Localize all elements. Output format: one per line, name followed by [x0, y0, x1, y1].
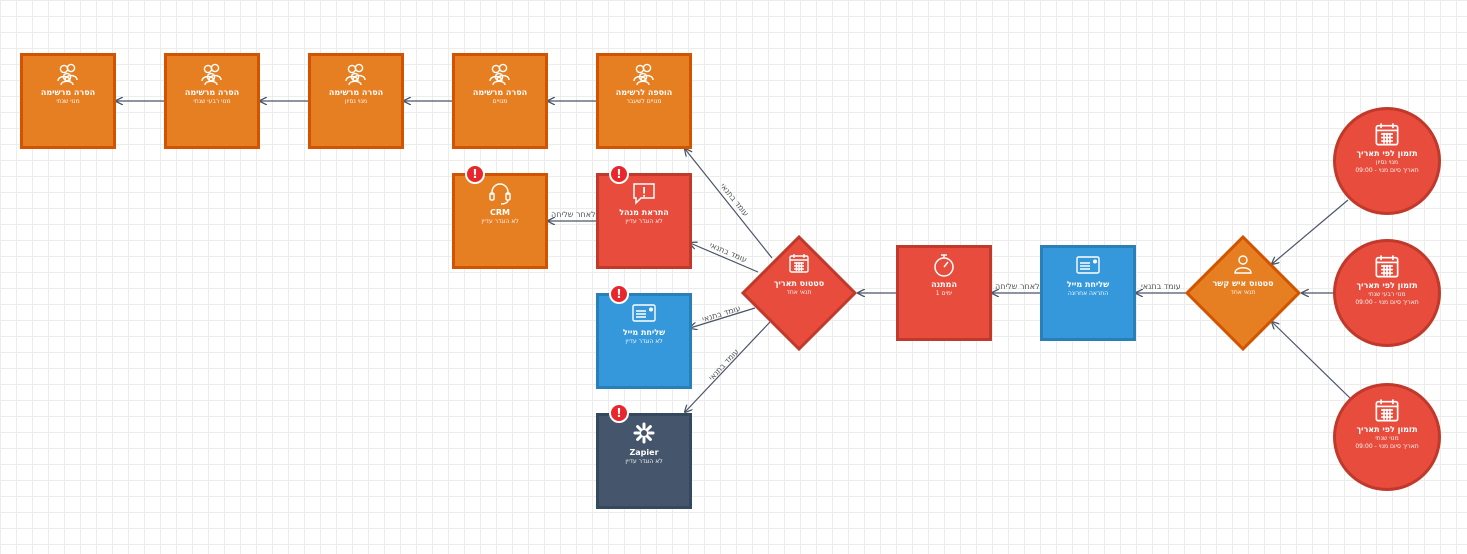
list-remove-node-4[interactable]: הסרה מרשימה מנוי שנתי: [20, 53, 116, 149]
node-title: תזמון לפי תאריך: [1356, 281, 1418, 290]
edge-date-zapier: [685, 321, 771, 412]
node-title: תזמון לפי תאריך: [1356, 425, 1418, 434]
node-subtitle: מנוי שנתי: [56, 98, 80, 105]
calendar-icon: [789, 254, 809, 273]
diamond-shape: [741, 235, 857, 351]
edge-label-email: עומד בתנאי: [701, 304, 742, 324]
calendar-icon: [1375, 123, 1399, 146]
email-node-right[interactable]: שליחת מייל התראה אחרונה: [1040, 245, 1136, 341]
crm-node[interactable]: CRM לא הוגדר עדיין: [452, 173, 548, 269]
edge-label-list1: עומד בתנאי: [718, 182, 750, 219]
date-trigger-node-2[interactable]: תזמון לפי תאריך מנוי רבעי שנתי תאריך סיו…: [1333, 239, 1441, 347]
node-title: סטטוס תאריך: [773, 279, 825, 288]
node-subtitle: לא הוגדר עדיין: [625, 218, 663, 225]
users-icon: [57, 63, 78, 86]
node-title: שליחת מייל: [1066, 280, 1110, 289]
edge-trigger3-contact: [1272, 322, 1351, 399]
user-icon: [1234, 255, 1252, 274]
node-subtitle: לא הוגדר עדיין: [625, 338, 663, 345]
node-subtitle: מנויים לשעבר: [626, 98, 662, 105]
calendar-icon: [1375, 255, 1399, 278]
users-icon: [633, 63, 654, 86]
zapier-node[interactable]: Zapier לא הוגדר עדיין: [596, 413, 692, 509]
edge-label-zapier: עומד בתנאי: [707, 347, 741, 382]
warning-badge-manager-alert[interactable]: !: [609, 164, 629, 184]
edge-date-alert: [690, 243, 759, 273]
node-subtitle: לא הוגדר עדיין: [625, 458, 663, 465]
edge-label-wait: לאחר שליחה: [995, 282, 1040, 291]
edge-date-email: [690, 307, 756, 328]
node-detail: תאריך סיום מנוי - 09:00: [1355, 443, 1419, 450]
date-status-node[interactable]: סטטוס תאריך תנאי אחד: [741, 235, 857, 351]
node-title: המתנה: [931, 280, 957, 289]
node-title: CRM: [490, 208, 510, 217]
list-remove-node-1[interactable]: הסרה מרשימה מנויים: [452, 53, 548, 149]
node-title: הסרה מרשימה: [184, 88, 240, 97]
warning-badge-email[interactable]: !: [609, 284, 629, 304]
node-subtitle: מנוי רבעי שנתי: [193, 98, 231, 105]
users-icon: [201, 63, 222, 86]
users-icon: [489, 63, 510, 86]
wait-node[interactable]: המתנה 1 ימים: [896, 245, 992, 341]
email-icon: [1076, 256, 1100, 274]
zapier-icon: [633, 422, 655, 444]
node-subtitle: מנוי רבעי שנתי: [1368, 291, 1406, 298]
node-title: הסרה מרשימה: [328, 88, 384, 97]
node-subtitle: מנויים: [492, 98, 508, 105]
list-remove-node-2[interactable]: הסרה מרשימה מנוי נסיון: [308, 53, 404, 149]
list-add-node[interactable]: הוספה לרשימה מנויים לשעבר: [596, 53, 692, 149]
node-title: הוספה לרשימה: [615, 88, 673, 97]
alert-message-icon: [633, 183, 655, 205]
edge-label-contact: עומד בתנאי: [1141, 282, 1181, 291]
node-title: הסרה מרשימה: [40, 88, 96, 97]
node-subtitle: תנאי אחד: [1230, 289, 1256, 296]
node-subtitle: מנוי שנתי: [1375, 435, 1399, 442]
stopwatch-icon: [934, 254, 954, 277]
node-subtitle: מנוי נסיון: [1375, 159, 1399, 166]
email-icon: [632, 304, 656, 322]
node-subtitle: התראה אחרונה: [1067, 290, 1109, 297]
node-title: סטטוס איש קשר: [1212, 279, 1274, 288]
headset-icon: [489, 183, 511, 205]
manager-alert-node[interactable]: התראת מנהל לא הוגדר עדיין: [596, 173, 692, 269]
date-trigger-node-1[interactable]: תזמון לפי תאריך מנוי נסיון תאריך סיום מנ…: [1333, 107, 1441, 215]
node-detail: תאריך סיום מנוי - 09:00: [1355, 299, 1419, 306]
node-subtitle: 1 ימים: [935, 290, 953, 297]
node-subtitle: תנאי אחד: [786, 289, 812, 296]
warning-badge-zapier[interactable]: !: [609, 403, 629, 423]
node-title: שליחת מייל: [622, 328, 666, 337]
node-title: הסרה מרשימה: [472, 88, 528, 97]
node-title: Zapier: [629, 448, 659, 457]
list-remove-node-3[interactable]: הסרה מרשימה מנוי רבעי שנתי: [164, 53, 260, 149]
node-subtitle: מנוי נסיון: [344, 98, 368, 105]
date-trigger-node-3[interactable]: תזמון לפי תאריך מנוי שנתי תאריך סיום מנו…: [1333, 383, 1441, 491]
edge-date-list1: [685, 149, 773, 259]
calendar-icon: [1375, 399, 1399, 422]
users-icon: [345, 63, 366, 86]
warning-badge-crm[interactable]: !: [465, 164, 485, 184]
email-node-left[interactable]: שליחת מייל לא הוגדר עדיין: [596, 293, 692, 389]
edge-label-crm: לאחר שליחה: [551, 210, 596, 219]
edge-trigger1-contact: [1272, 199, 1349, 264]
node-title: התראת מנהל: [619, 208, 669, 217]
diamond-shape: [1185, 235, 1301, 351]
node-title: תזמון לפי תאריך: [1356, 149, 1418, 158]
node-subtitle: לא הוגדר עדיין: [481, 218, 519, 225]
node-detail: תאריך סיום מנוי - 09:00: [1355, 167, 1419, 174]
contact-status-node[interactable]: סטטוס איש קשר תנאי אחד: [1185, 235, 1301, 351]
